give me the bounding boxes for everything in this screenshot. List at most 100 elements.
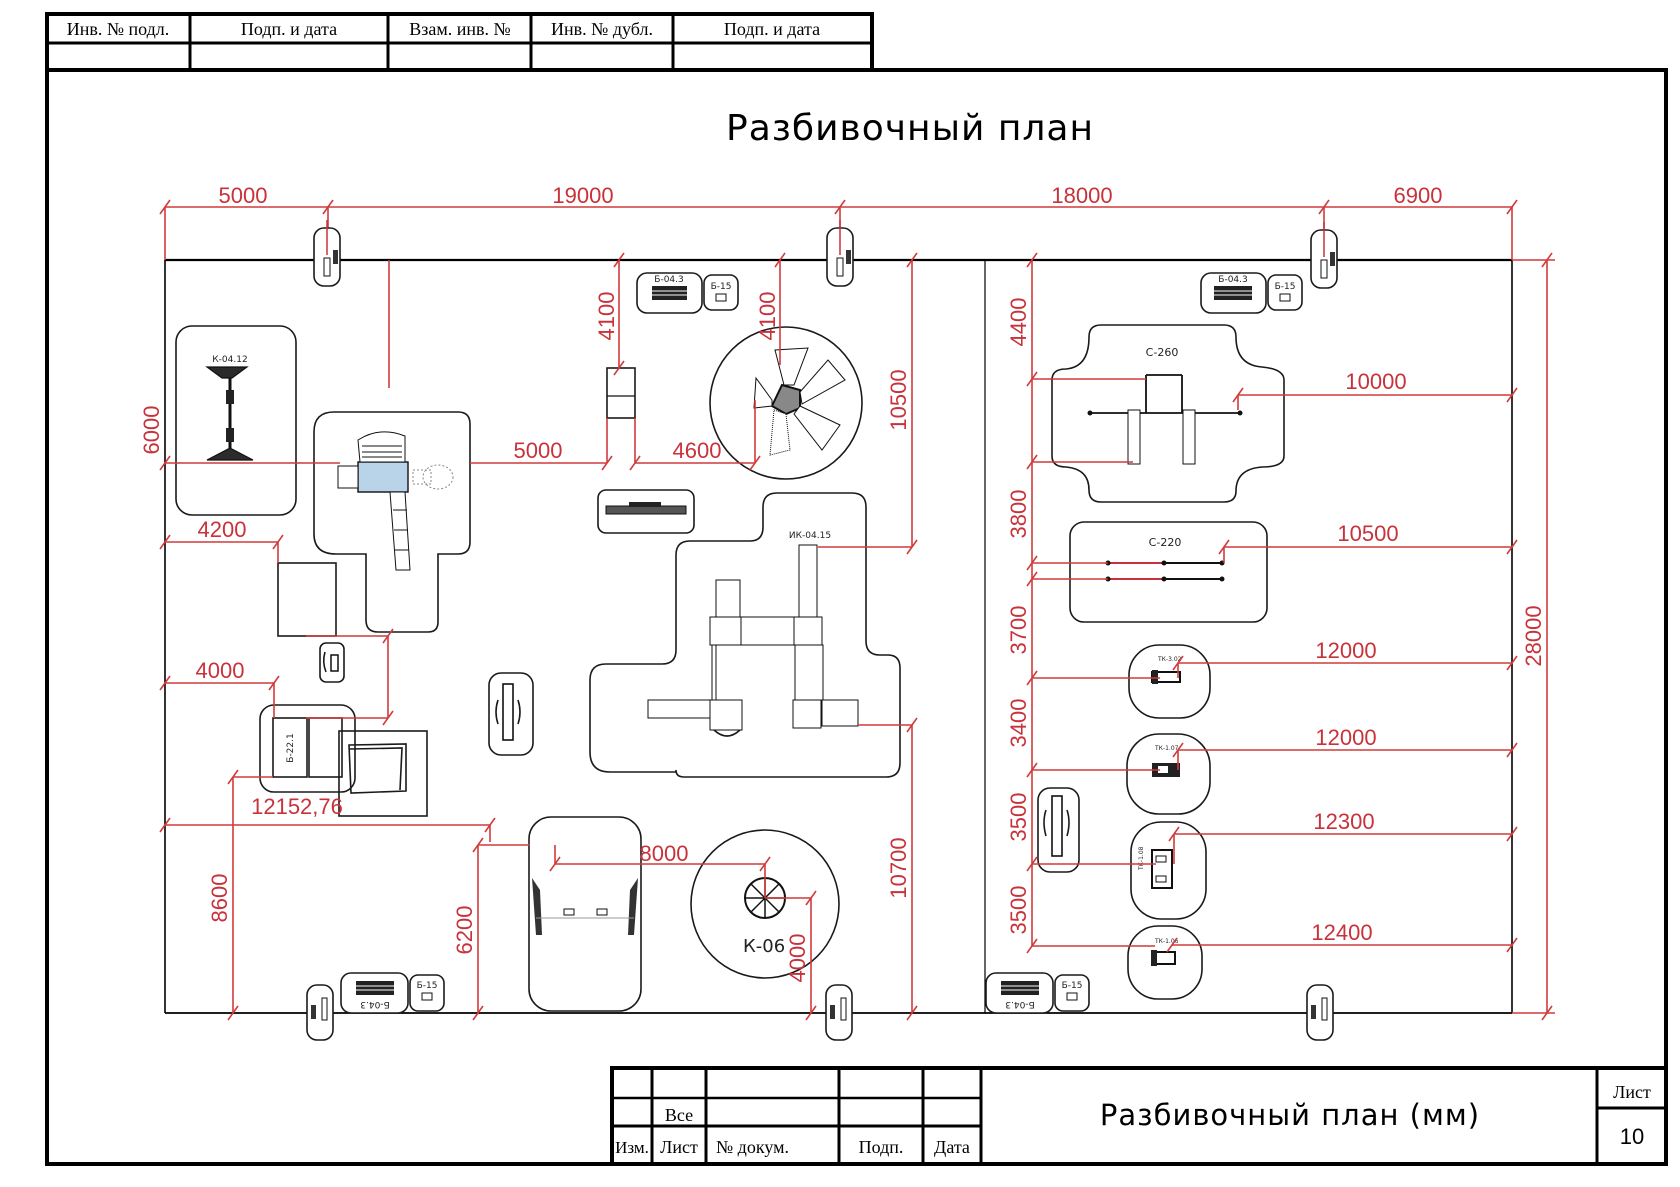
benches: Б-04.3 Б-15 Б-04.3 Б-15 Б-04.3 Б-15 bbox=[340, 272, 1303, 1014]
dim-right-horizontal: 10000 bbox=[1345, 369, 1406, 394]
equipment-bench-zone bbox=[528, 816, 642, 1012]
dim-6200: 6200 bbox=[452, 906, 477, 955]
dim-right-vertical: 3500 bbox=[1006, 886, 1031, 935]
dim-right-horizontal: 12300 bbox=[1313, 809, 1374, 834]
dim-6900-top: 6900 bbox=[1394, 183, 1443, 208]
bench-group: Б-04.3 Б-15 bbox=[985, 972, 1090, 1014]
dim-18000-top: 18000 bbox=[1051, 183, 1112, 208]
equipment-label: ТК-1.06 bbox=[1154, 938, 1179, 945]
equipment-rocker bbox=[319, 642, 345, 683]
equipment-label: К-04.12 bbox=[212, 355, 247, 365]
equipment-c260: С-260 bbox=[1051, 324, 1285, 503]
equipment-tk2: ТК-1.07 bbox=[1126, 733, 1211, 815]
dim-28000: 28000 bbox=[1521, 605, 1546, 666]
equipment-play-complex-left bbox=[313, 411, 471, 633]
equipment-tk3: ТК-1.08 bbox=[1130, 821, 1207, 920]
equipment-label: Б-22.1 bbox=[286, 733, 296, 762]
bin-label: Б-15 bbox=[1062, 981, 1083, 991]
dim-4200: 4200 bbox=[198, 517, 247, 542]
equipment-rocker-right bbox=[1037, 787, 1080, 873]
sheet-number: 10 bbox=[1620, 1124, 1644, 1149]
equipment-label: С-260 bbox=[1146, 346, 1179, 359]
post-icon bbox=[1310, 222, 1338, 289]
dim-4000: 4000 bbox=[196, 658, 245, 683]
overall-height-dimension: 28000 bbox=[1512, 252, 1555, 1021]
bin-label: Б-15 bbox=[1275, 282, 1296, 292]
tb-header-doc-number: № докум. bbox=[716, 1137, 789, 1157]
post-icon bbox=[306, 984, 334, 1041]
dim-right-horizontal: 12000 bbox=[1315, 725, 1376, 750]
bench-label: Б-04.3 bbox=[1218, 275, 1247, 285]
dim-4100-b: 4100 bbox=[755, 292, 780, 341]
stamp-header-inv-dubl: Инв. № дубл. bbox=[551, 19, 653, 39]
post-icon bbox=[313, 220, 341, 287]
equipment-label: ТК-1.08 bbox=[1138, 846, 1145, 871]
small-box bbox=[606, 367, 636, 419]
dim-right-vertical: 3700 bbox=[1006, 606, 1031, 655]
post-icon bbox=[826, 220, 854, 287]
stamp-header-inv-podl: Инв. № подл. bbox=[67, 19, 170, 39]
dim-10500: 10500 bbox=[886, 369, 911, 430]
title-block: Все Изм. Лист № докум. Подп. Дата Разбив… bbox=[610, 1066, 1668, 1166]
dim-right-horizontal: 12000 bbox=[1315, 638, 1376, 663]
bench-group: Б-04.3 Б-15 bbox=[1200, 272, 1303, 314]
bin-icon bbox=[1267, 274, 1303, 311]
equipment-b221: Б-22.1 bbox=[259, 704, 428, 817]
equipment-k0412: К-04.12 bbox=[175, 325, 297, 516]
bin-label: Б-15 bbox=[417, 981, 438, 991]
bench-label: Б-04.3 bbox=[1005, 999, 1034, 1009]
dim-12152-76: 12152,76 bbox=[251, 794, 343, 819]
equipment-balance-beam bbox=[597, 489, 695, 534]
drawing-title: Разбивочный план bbox=[726, 108, 1094, 149]
dim-5000: 5000 bbox=[514, 438, 563, 463]
bin-icon bbox=[703, 274, 739, 311]
dim-8600: 8600 bbox=[207, 874, 232, 923]
dim-6000: 6000 bbox=[139, 406, 164, 455]
tb-header-podp: Подп. bbox=[859, 1137, 904, 1157]
tb-header-izm: Изм. bbox=[615, 1138, 649, 1157]
title-block-vse: Все bbox=[665, 1105, 693, 1125]
dim-4000-b: 4000 bbox=[785, 934, 810, 983]
dim-5000-top: 5000 bbox=[219, 183, 268, 208]
stamp-header-podp-data: Подп. и дата bbox=[241, 19, 337, 39]
dim-19000-top: 19000 bbox=[552, 183, 613, 208]
sandbox-square bbox=[277, 562, 337, 637]
equipment-label: К-06 bbox=[743, 936, 785, 957]
equipment-label: ТК-3.02 bbox=[1157, 656, 1182, 663]
post-icon bbox=[825, 984, 853, 1041]
tb-header-list: Лист bbox=[660, 1137, 698, 1157]
dim-right-vertical: 3400 bbox=[1006, 699, 1031, 748]
posts bbox=[306, 220, 1338, 1041]
bench-label: Б-04.3 bbox=[654, 275, 683, 285]
top-stamp: Инв. № подл. Подп. и дата Взам. инв. № И… bbox=[45, 12, 874, 72]
equipment-label: ИК-04.15 bbox=[789, 531, 831, 541]
equipment-tk4: ТК-1.06 bbox=[1127, 925, 1203, 1000]
dim-ticks bbox=[159, 199, 1518, 215]
title-block-border bbox=[610, 1066, 1668, 1166]
tb-header-data: Дата bbox=[934, 1137, 970, 1157]
dim-4100-a: 4100 bbox=[594, 292, 619, 341]
dim-right-horizontal: 12400 bbox=[1311, 920, 1372, 945]
left-zone-dimensions: 6000 5000 4100 4600 4100 10500 bbox=[139, 252, 918, 1021]
equipment-tk1: ТК-3.02 bbox=[1128, 644, 1211, 719]
equipment-label: ТК-1.07 bbox=[1154, 745, 1179, 752]
dim-right-vertical: 4400 bbox=[1006, 298, 1031, 347]
sheet-label: Лист bbox=[1613, 1082, 1651, 1102]
bench-group: Б-04.3 Б-15 bbox=[340, 972, 445, 1014]
top-dimension-chain: 5000 19000 18000 6900 bbox=[159, 183, 1518, 260]
stamp-header-podp-data-2: Подп. и дата bbox=[724, 19, 820, 39]
dim-right-horizontal: 10500 bbox=[1337, 521, 1398, 546]
dim-4600: 4600 bbox=[673, 438, 722, 463]
bench-group: Б-04.3 Б-15 bbox=[636, 272, 739, 314]
equipment-ik0415: ИК-04.15 bbox=[589, 492, 901, 778]
bin-label: Б-15 bbox=[711, 282, 732, 292]
equipment-c220: С-220 bbox=[1069, 521, 1268, 623]
dim-8000: 8000 bbox=[640, 841, 689, 866]
post-icon bbox=[1306, 984, 1334, 1041]
bench-label: Б-04.3 bbox=[360, 999, 389, 1009]
equipment-spring-rocker bbox=[488, 672, 534, 756]
stamp-header-vzam-inv: Взам. инв. № bbox=[409, 19, 510, 39]
title-block-name: Разбивочный план (мм) bbox=[1100, 1098, 1480, 1132]
dim-right-vertical: 3500 bbox=[1006, 793, 1031, 842]
